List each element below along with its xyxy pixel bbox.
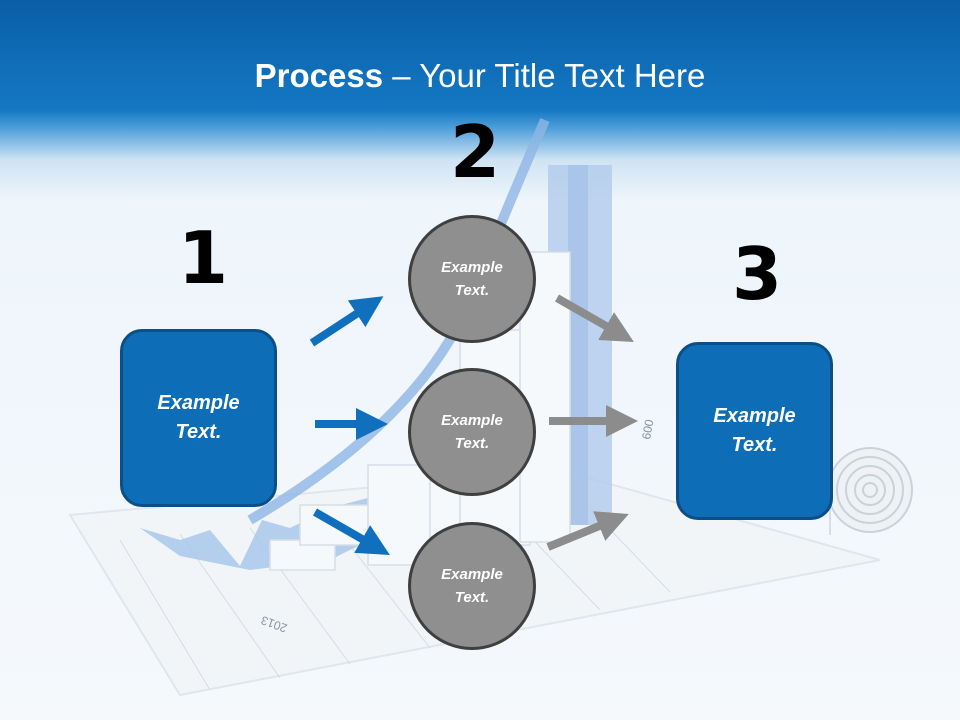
background-axis-label: 600 xyxy=(639,418,656,440)
arrow-1-to-2-bottom xyxy=(313,508,390,555)
slide-title: Process – Your Title Text Here xyxy=(0,56,960,96)
step-2-number: 2 xyxy=(450,110,501,194)
arrow-1-to-2-top xyxy=(309,296,384,347)
step-3-number: 3 xyxy=(732,232,783,316)
step-1-number: 1 xyxy=(178,216,229,300)
slide-title-rest: – Your Title Text Here xyxy=(383,57,706,94)
arrow-2-to-3-bottom xyxy=(546,511,629,551)
slide-title-bold: Process xyxy=(254,57,384,94)
arrow-2-to-3-top xyxy=(555,294,634,342)
